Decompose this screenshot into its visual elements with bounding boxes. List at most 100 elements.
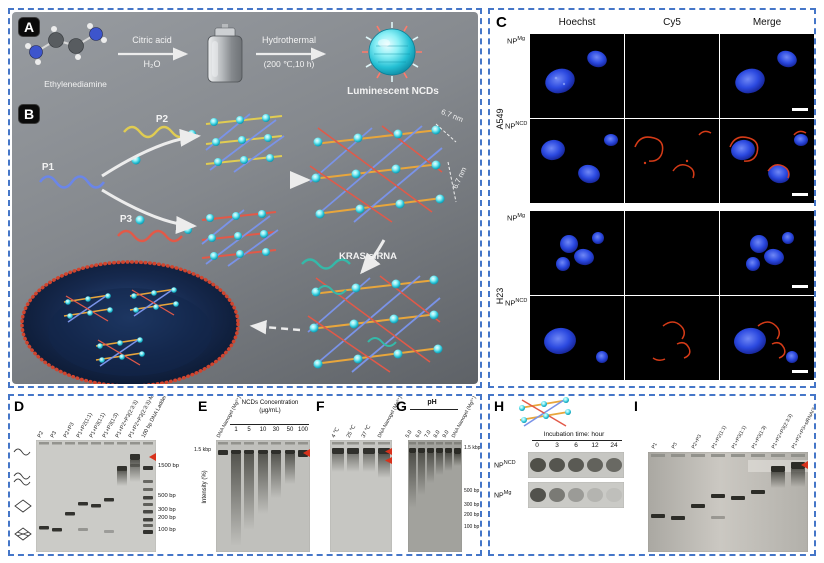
panel-d-label: D	[14, 398, 25, 414]
concentration-value: 5	[247, 427, 251, 433]
gel-ncd-concentration	[216, 440, 310, 552]
micrograph-h23-npncd-merge	[720, 296, 814, 380]
marker-label-top: 1.5 kbp	[194, 447, 212, 453]
nanogel-structure-icon	[519, 397, 571, 427]
p1-label: P1	[41, 162, 55, 173]
micrograph-h23-npncd-cy5	[625, 296, 719, 380]
micrograph-a549-npmg-merge	[720, 34, 814, 118]
marker-label: 200 bp	[158, 515, 176, 521]
band-arrow-marker	[801, 461, 808, 469]
ncd-dot	[135, 215, 145, 225]
strand-p3	[117, 229, 183, 243]
scale-bar	[792, 370, 808, 373]
sirna-label: KRAS siRNA	[338, 251, 398, 262]
gel-sirna-assembly	[648, 452, 808, 552]
incubation-bracket	[532, 440, 622, 441]
assembled-nanogel	[309, 123, 457, 223]
row-label-a549-npncd: NPNCD	[505, 121, 528, 131]
panel-c-box: C Hoechst Cy5 Merge A549 H23 NPMg NPNCD …	[488, 8, 816, 388]
gel-ph	[408, 440, 462, 552]
column-header-cy5: Cy5	[663, 17, 681, 28]
arrow1-bottom-label: H₂O	[143, 59, 161, 69]
band-arrow-marker	[385, 457, 392, 464]
panel-hi-box: H Incubation time: hour 0 3 6 12 24 NPNC…	[488, 394, 816, 556]
time-value: 24	[610, 442, 618, 449]
arrow2-bottom-label: (200 ℃,10 h)	[263, 59, 315, 69]
ncd-particle	[362, 22, 422, 82]
column-header-merge: Merge	[752, 17, 782, 28]
dna-lattice-upper	[205, 113, 285, 173]
ncd-concentration-units: (μg/mL)	[259, 407, 281, 414]
micrograph-a549-npncd-merge	[720, 119, 814, 203]
marker-label: 500 bp	[464, 488, 480, 494]
sirna-loading-arrow	[360, 239, 386, 275]
time-value: 12	[591, 442, 599, 449]
ladder-lane	[143, 466, 153, 534]
cell-illustration	[20, 260, 240, 384]
concentration-value: 10	[259, 427, 267, 433]
scale-bar	[792, 108, 808, 111]
micrograph-h23-npncd-hoechst	[530, 296, 624, 380]
scale-bar	[792, 285, 808, 288]
marker-label: 100 bp	[464, 524, 480, 530]
band-arrow-marker	[303, 449, 310, 457]
marker-label: 200 bp	[464, 512, 480, 518]
uptake-dashed-arrow	[249, 320, 301, 335]
strand-p2	[123, 125, 189, 139]
marker-label: 300 bp	[158, 507, 176, 513]
panel-ab-box: A B Ethylenediamine Citric acid H₂O Hydr…	[8, 8, 482, 388]
scale-bar	[792, 193, 808, 196]
panel-a-label: A	[18, 17, 40, 37]
panel-f-label: F	[316, 398, 325, 414]
micrograph-h23-npmg-cy5	[625, 211, 719, 295]
panel-e-label: E	[198, 398, 208, 414]
gel-strip-npncd	[528, 452, 624, 478]
panel-defg-box: D P2 P3 P2+P3 P1+P2(1:1) P1+P3(1:1) P1+P…	[8, 394, 482, 556]
marker-label: 1500 bp	[158, 463, 179, 469]
ethylenediamine-molecule	[25, 23, 107, 65]
micrograph-a549-npncd-hoechst	[530, 119, 624, 203]
product-label: Luminescent NCDs	[347, 86, 439, 97]
ph-header: pH	[427, 399, 437, 406]
panel-g-label: G	[396, 398, 407, 414]
concentration-value: 100	[297, 427, 308, 433]
column-header-hoechst: Hoechst	[558, 17, 596, 28]
ph-bracket	[410, 409, 458, 410]
gel-temperature	[330, 440, 392, 552]
group-label-h23: H23	[495, 287, 505, 305]
ncd-concentration-header: NCDs Concentration	[241, 399, 299, 406]
autoclave-icon	[207, 24, 243, 83]
micrograph-h23-npmg-hoechst	[530, 211, 624, 295]
marker-label: 1.5 kbp	[464, 445, 481, 451]
micrograph-h23-npmg-merge	[720, 211, 814, 295]
concentration-value: 50	[286, 427, 294, 433]
panel-i-label: I	[634, 398, 638, 414]
dna-lattice-lower	[201, 209, 279, 267]
marker-label: 500 bp	[158, 493, 176, 499]
concentration-value: 1	[234, 427, 238, 433]
sirna-loaded-nanogel	[307, 274, 444, 373]
row-label-h23-npmg: NPMg	[507, 213, 526, 223]
panel-b-label: B	[18, 104, 40, 124]
row-label-h23-npncd: NPNCD	[505, 298, 528, 308]
strip-label-npncd: NPNCD	[494, 460, 516, 470]
arrow1-top-label: Citric acid	[132, 35, 172, 45]
intensity-axis-label: Intensity (%)	[202, 470, 208, 504]
micrograph-a549-npncd-cy5	[625, 119, 719, 203]
marker-label: 300 bp	[464, 502, 480, 508]
schematic-background: A B Ethylenediamine Citric acid H₂O Hydr…	[12, 12, 478, 384]
panel-h-label: H	[494, 398, 505, 414]
micrograph-a549-npmg-cy5	[625, 34, 719, 118]
schematic-drawing	[20, 22, 457, 384]
marker-label: 100 bp	[158, 527, 176, 533]
p3-label: P3	[119, 214, 133, 225]
time-value: 3	[555, 442, 559, 449]
micrograph-a549-npmg-hoechst	[530, 34, 624, 118]
group-label-a549: A549	[495, 108, 505, 130]
concentration-value: 30	[272, 427, 280, 433]
strip-label-npmg: NPMg	[494, 490, 512, 500]
arrow2-top-label: Hydrothermal	[261, 35, 317, 45]
p2-label: P2	[155, 114, 169, 125]
assembly-arrow-down	[101, 188, 197, 234]
